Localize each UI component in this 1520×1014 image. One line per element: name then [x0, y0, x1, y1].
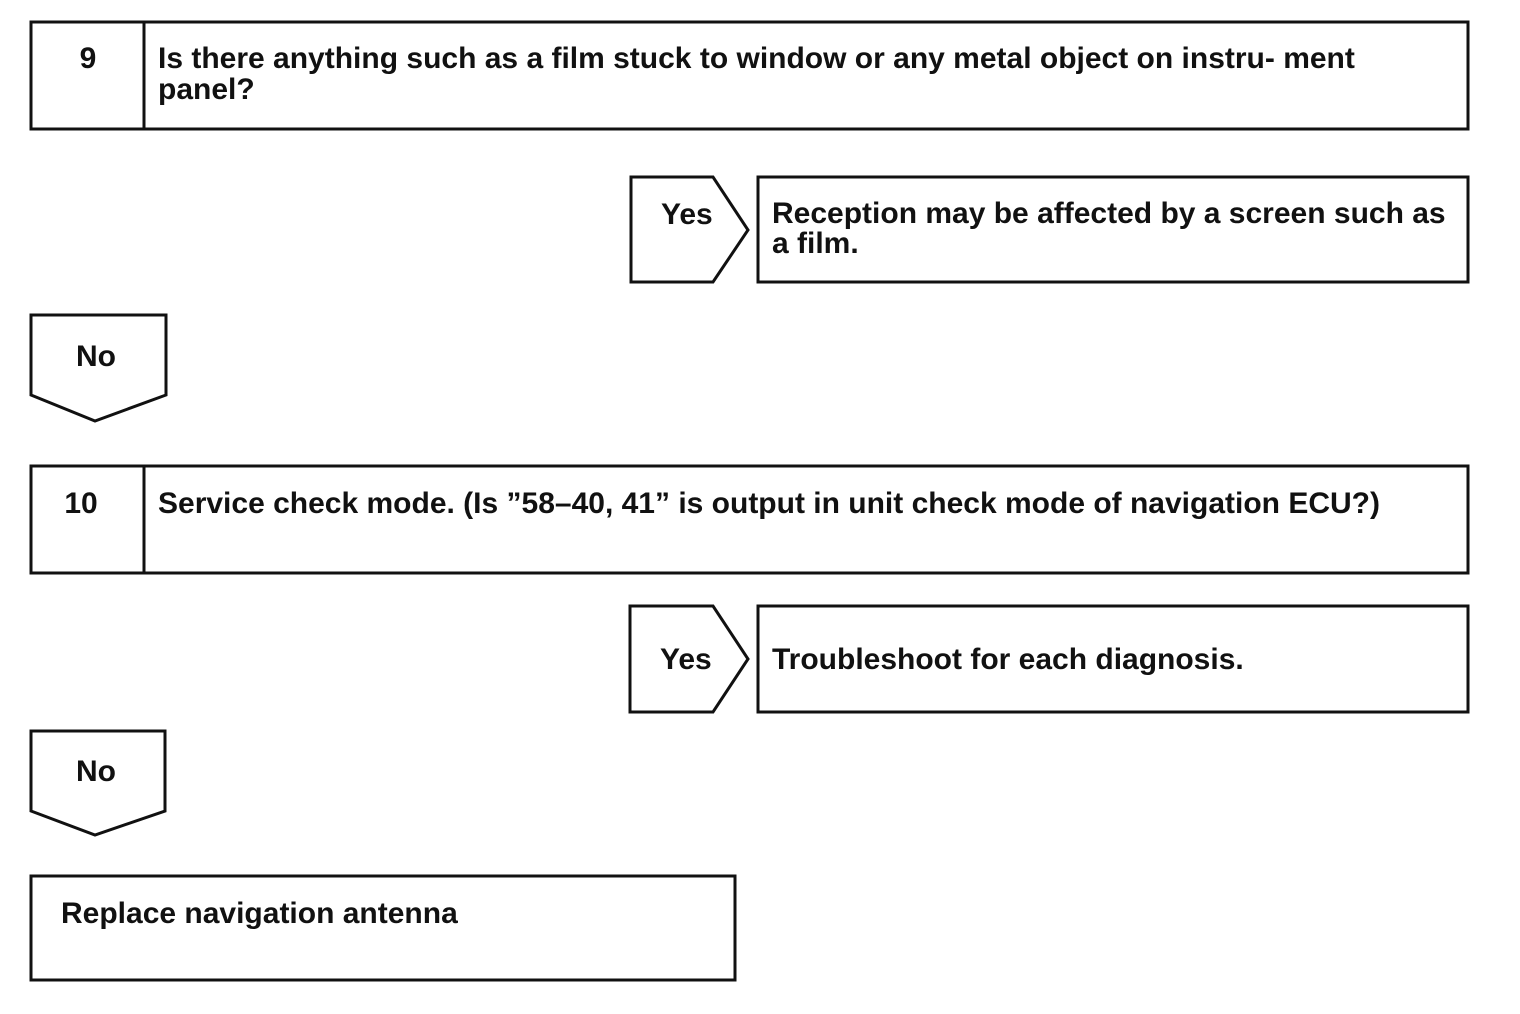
step-10-number: 10 — [64, 487, 98, 520]
step-9-number: 9 — [79, 42, 97, 75]
step-10-no-label: No — [76, 755, 116, 788]
step-10-question: Service check mode. (Is ”58–40, 41” is o… — [158, 487, 1380, 520]
step-10-yes-result: Troubleshoot for each diagnosis. — [772, 643, 1244, 676]
step-10-no-arrow — [29, 729, 167, 837]
step-10-yes-label: Yes — [660, 643, 712, 676]
step-9-yes-result: Reception may be affected by a screen su… — [772, 197, 1446, 260]
step-9-yes-arrow — [629, 175, 750, 284]
step-9-no-arrow — [29, 313, 168, 423]
final-action-text: Replace navigation antenna — [61, 897, 458, 930]
step-9-yes-result-box — [756, 175, 1470, 284]
step-10-yes-arrow — [628, 604, 750, 714]
step-9-no-label: No — [76, 340, 116, 373]
step-10-box — [29, 464, 1470, 575]
step-9-yes-label: Yes — [661, 198, 713, 231]
step-9-box — [29, 20, 1470, 131]
final-action-box — [29, 874, 737, 982]
step-10-yes-result-box — [756, 604, 1470, 714]
step-9-question: Is there anything such as a film stuck t… — [158, 42, 1355, 106]
